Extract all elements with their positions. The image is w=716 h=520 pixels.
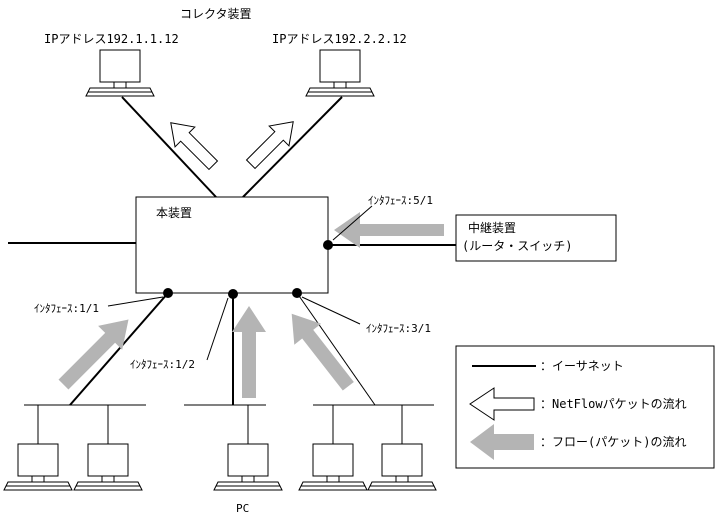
collector-pc-right-icon xyxy=(305,49,375,97)
ethernet-line-collector-right xyxy=(242,96,343,198)
legend-flow-label: ：フロー(パケット)の流れ xyxy=(540,435,686,449)
ethernet-line-if-3-1 xyxy=(296,292,376,406)
relay-device-box xyxy=(455,214,617,262)
main-device-label: 本装置 xyxy=(156,206,192,220)
pc-4-icon xyxy=(298,443,368,491)
pc-3-icon xyxy=(213,443,283,491)
pc-2-icon xyxy=(73,443,143,491)
flow-arrow-if-1-1 xyxy=(58,319,129,390)
flow-arrow-if-3-1 xyxy=(291,313,354,391)
pc-label: PC xyxy=(236,502,249,515)
relay-device-sublabel: (ルータ・スイッチ) xyxy=(462,239,572,253)
pc-1-icon xyxy=(3,443,73,491)
netflow-arrow-left xyxy=(170,122,219,171)
interface-5-1-label: ｲﾝﾀﾌｪｰｽ:5/1 xyxy=(368,194,433,207)
legend-netflow-label: ：NetFlowパケットの流れ xyxy=(540,397,687,411)
interface-5-1-port xyxy=(323,240,333,250)
interface-1-1-leader xyxy=(107,296,164,307)
collector-pc-left-icon xyxy=(85,49,155,97)
collector-title: コレクタ装置 xyxy=(180,7,252,21)
legend-ethernet-label: ：イーサネット xyxy=(540,359,624,373)
legend-flow-arrow-icon xyxy=(470,424,534,460)
interface-5-1-leader xyxy=(332,205,373,241)
ethernet-line-collector-left xyxy=(121,96,217,198)
relay-device-label: 中継装置 xyxy=(468,220,516,235)
interface-3-1-leader xyxy=(301,296,361,325)
interface-1-2-label: ｲﾝﾀﾌｪｰｽ:1/2 xyxy=(130,358,195,371)
flow-arrow-if-1-2 xyxy=(232,306,266,398)
pc-5-icon xyxy=(367,443,437,491)
interface-1-2-leader xyxy=(206,297,229,361)
collector-left-ip-label: IPアドレス192.1.1.12 xyxy=(44,32,179,46)
netflow-arrow-right xyxy=(245,121,294,170)
interface-1-1-label: ｲﾝﾀﾌｪｰｽ:1/1 xyxy=(34,302,99,315)
flow-arrow-relay xyxy=(334,212,444,248)
collector-right-ip-label: IPアドレス192.2.2.12 xyxy=(272,32,407,46)
ethernet-line-if-1-1 xyxy=(69,292,169,406)
legend-netflow-arrow-icon xyxy=(469,387,535,421)
interface-3-1-label: ｲﾝﾀﾌｪｰｽ:3/1 xyxy=(366,322,431,335)
